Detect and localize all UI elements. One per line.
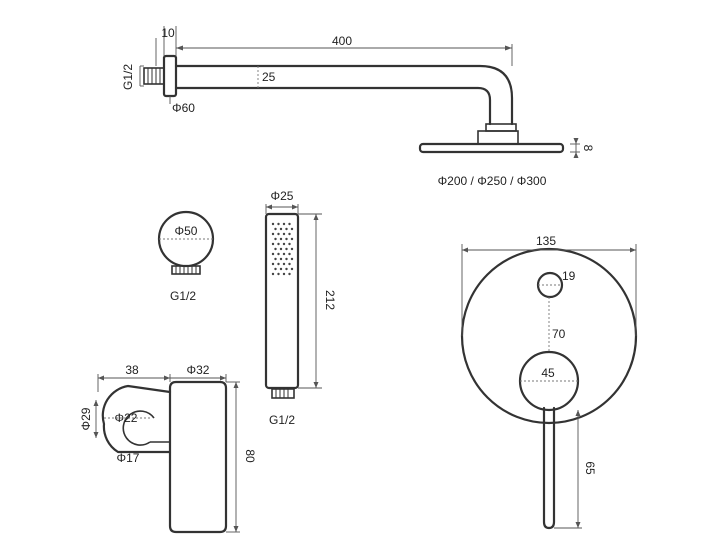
wall-flange <box>162 54 178 98</box>
spray-nozzle-dot <box>279 227 283 231</box>
outlet-thread-label: G1/2 <box>170 289 196 303</box>
valve-diameter-label: 135 <box>536 234 556 248</box>
spray-nozzle-dot <box>271 232 275 236</box>
arm-joint-top <box>485 123 517 132</box>
spray-nozzle-dot <box>274 247 277 251</box>
holder-dimensions <box>93 374 240 533</box>
shower-arm <box>143 54 565 154</box>
spray-nozzle-dot <box>271 252 275 256</box>
shower-holder <box>101 380 228 534</box>
spray-nozzle-dot <box>285 257 288 261</box>
spray-nozzle-dot <box>282 222 286 226</box>
spray-nozzle-dot <box>279 247 283 251</box>
spray-nozzle-dot <box>271 222 275 226</box>
spray-nozzle-dot <box>288 222 291 226</box>
holder-depth-label: 38 <box>125 363 139 377</box>
spray-nozzle-dot <box>271 262 275 266</box>
handset-thread-label: G1/2 <box>269 413 295 427</box>
spray-nozzle-dot <box>279 237 283 241</box>
valve-cover-plate <box>460 247 638 425</box>
spray-nozzle-dot <box>282 242 286 246</box>
spray-nozzle-dot <box>282 232 286 236</box>
spray-nozzle-dot <box>271 272 275 276</box>
outlet-thread <box>171 265 201 275</box>
spray-nozzle-dot <box>277 262 280 266</box>
spray-nozzle-dot <box>282 272 286 276</box>
arm-tube <box>174 64 514 126</box>
handset-dimensions <box>265 204 322 389</box>
wall-outlet <box>157 210 215 275</box>
holder-outer-label: Φ29 <box>79 407 93 430</box>
spray-nozzle-dot <box>277 222 280 226</box>
arm-diameter-label: 25 <box>262 70 276 84</box>
spray-nozzle-dot <box>290 247 294 251</box>
spray-nozzle-dot <box>277 242 280 246</box>
arm-length-label: 400 <box>332 34 352 48</box>
spray-nozzle-dot <box>279 257 283 261</box>
spray-nozzle-dot <box>274 227 277 231</box>
spray-nozzle-dot <box>274 257 277 261</box>
handset-thread <box>271 388 295 399</box>
holder-slot-label: Φ17 <box>117 451 140 465</box>
knob-diameter-label: 45 <box>541 366 555 380</box>
lever-length-label: 65 <box>583 461 597 475</box>
spray-nozzle-dot <box>282 262 286 266</box>
holder-inner-label: Φ22 <box>115 411 138 425</box>
spray-nozzle-dot <box>285 227 288 231</box>
handset-body <box>264 212 300 390</box>
control-lever <box>542 406 556 530</box>
outlet-diameter-label: Φ50 <box>175 224 198 238</box>
spray-nozzle-dot <box>290 237 294 241</box>
holder-cradle <box>101 384 172 454</box>
mixer-valve <box>460 247 638 530</box>
spray-nozzle-dot <box>285 247 288 251</box>
spray-nozzle-dot <box>271 242 275 246</box>
handset-length-label: 212 <box>323 290 337 310</box>
diverter-diameter-label: 19 <box>562 269 576 283</box>
arm-flange-thickness-label: 10 <box>161 26 175 40</box>
spray-nozzle-dot <box>277 252 280 256</box>
spray-nozzle-dot <box>290 267 294 271</box>
spray-nozzle-dot <box>288 272 291 276</box>
valve-dimensions <box>461 244 637 529</box>
arm-thread-label: G1/2 <box>121 64 135 90</box>
spray-nozzle-dot <box>285 237 288 241</box>
spray-nozzle-dot <box>290 257 294 261</box>
arm-joint-base <box>477 130 519 145</box>
handset-diameter-label: Φ25 <box>271 189 294 203</box>
head-diameters-label: Φ200 / Φ250 / Φ300 <box>438 174 547 188</box>
spray-nozzle-dot <box>274 267 277 271</box>
holder-cup <box>122 410 155 446</box>
spray-nozzle-dot <box>288 252 291 256</box>
shower-head <box>418 142 565 154</box>
holder-width-label: Φ32 <box>187 363 210 377</box>
spray-nozzle-dot <box>274 237 277 241</box>
spray-nozzle-dot <box>285 267 288 271</box>
spray-nozzle-dot <box>277 232 280 236</box>
spray-nozzle-dot <box>288 232 291 236</box>
hand-shower <box>264 212 300 399</box>
spray-nozzle-dot <box>288 242 291 246</box>
spray-nozzle-dot <box>290 227 294 231</box>
arm-dimensions <box>139 26 580 158</box>
spray-nozzle-dot <box>279 267 283 271</box>
knob-spacing-label: 70 <box>552 327 566 341</box>
arm-thread-nut <box>143 67 165 85</box>
holder-height-label: 80 <box>243 449 257 463</box>
spray-nozzle-dot <box>277 272 280 276</box>
spray-nozzles <box>271 222 294 276</box>
flange-diameter-label: Φ60 <box>172 101 195 115</box>
head-thickness-label: 8 <box>581 145 595 152</box>
spray-nozzle-dot <box>288 262 291 266</box>
holder-mount-block <box>168 380 228 534</box>
spray-nozzle-dot <box>282 252 286 256</box>
